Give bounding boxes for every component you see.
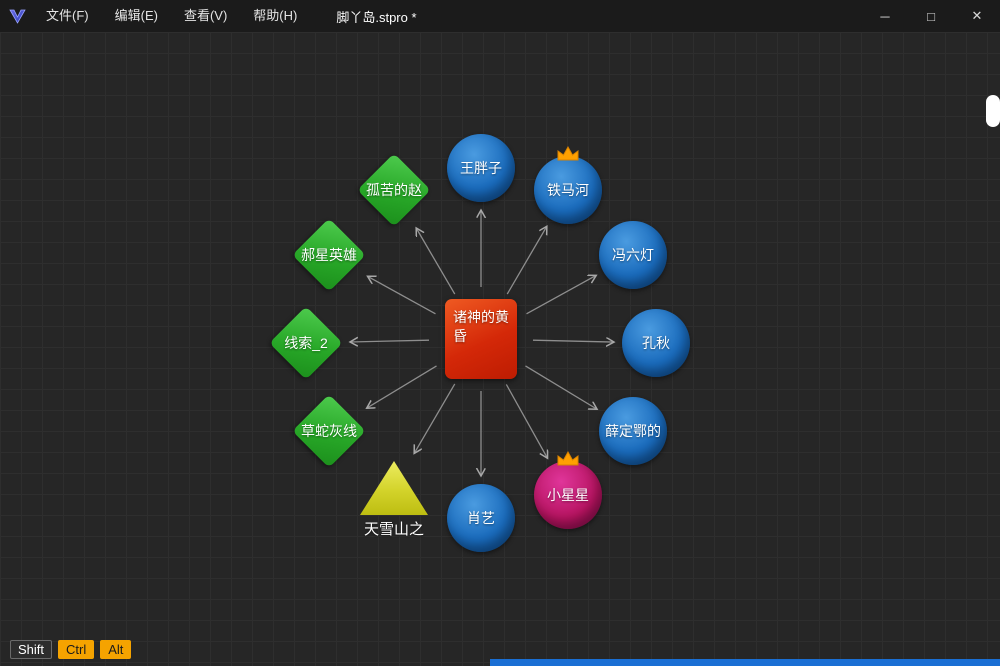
graph-node-square[interactable]: 诸神的黄昏 <box>445 299 517 379</box>
graph-node-diamond[interactable]: 孤苦的赵 <box>357 153 431 227</box>
document-title: 脚丫岛.stpro * <box>336 9 417 25</box>
edge-arrow[interactable] <box>350 340 430 342</box>
edge-layer <box>0 32 1000 666</box>
graph-node-diamond[interactable]: 郝星英雄 <box>292 218 366 292</box>
edge-arrow[interactable] <box>505 384 547 458</box>
node-label: 薛定鄂的 <box>605 423 661 439</box>
node-label: 孤苦的赵 <box>366 182 422 198</box>
magenta-circle-shape: 小星星 <box>534 461 602 529</box>
shift-key-badge[interactable]: Shift <box>10 640 53 659</box>
green-diamond-shape: 草蛇灰线 <box>292 394 366 468</box>
node-label: 小星星 <box>547 487 589 503</box>
blue-circle-shape: 薛定鄂的 <box>599 397 667 465</box>
blue-circle-shape: 冯六灯 <box>599 221 667 289</box>
menu-file[interactable]: 文件(F) <box>46 8 89 23</box>
blue-circle-shape: 铁马河 <box>534 156 602 224</box>
node-label: 冯六灯 <box>612 247 654 263</box>
edge-arrow[interactable] <box>526 275 597 315</box>
blue-circle-shape: 肖艺 <box>447 484 515 552</box>
green-diamond-shape: 孤苦的赵 <box>357 153 431 227</box>
node-label: 天雪山之 <box>363 521 425 538</box>
node-label: 线索_2 <box>284 335 328 351</box>
graph-node-circle[interactable]: 肖艺 <box>447 484 515 552</box>
node-label: 诸神的黄昏 <box>453 309 509 344</box>
edge-arrow[interactable] <box>368 276 436 315</box>
vertical-scrollbar-thumb[interactable] <box>986 95 1000 127</box>
node-label: 孔秋 <box>642 335 670 351</box>
node-label: 王胖子 <box>460 160 502 176</box>
ctrl-key-badge[interactable]: Ctrl <box>58 640 95 659</box>
node-label: 草蛇灰线 <box>301 423 357 439</box>
crown-icon <box>557 145 579 161</box>
alt-key-badge[interactable]: Alt <box>100 640 132 659</box>
edge-arrow[interactable] <box>532 340 614 342</box>
node-label: 肖艺 <box>467 510 495 526</box>
blue-circle-shape: 王胖子 <box>447 134 515 202</box>
titlebar: 文件(F) 编辑(E) 查看(V) 帮助(H) 脚丫岛.stpro * ─ □ … <box>0 0 1000 32</box>
graph-node-circle[interactable]: 冯六灯 <box>599 221 667 289</box>
menu-view[interactable]: 查看(V) <box>183 8 228 23</box>
green-diamond-shape: 线索_2 <box>269 306 343 380</box>
menu-help[interactable]: 帮助(H) <box>253 8 298 23</box>
blue-circle-shape: 孔秋 <box>622 309 690 377</box>
graph-node-triangle[interactable]: 天雪山之 <box>360 461 428 538</box>
app-logo-icon <box>8 7 27 26</box>
graph-node-diamond[interactable]: 草蛇灰线 <box>292 394 366 468</box>
node-label: 郝星英雄 <box>301 247 357 263</box>
graph-node-circle[interactable]: 薛定鄂的 <box>599 397 667 465</box>
green-diamond-shape: 郝星英雄 <box>292 218 366 292</box>
close-button[interactable]: ✕ <box>971 8 983 23</box>
edge-arrow[interactable] <box>414 383 456 454</box>
edge-arrow[interactable] <box>525 365 597 409</box>
red-square-shape: 诸神的黄昏 <box>445 299 517 379</box>
graph-node-circle[interactable]: 孔秋 <box>622 309 690 377</box>
node-label: 铁马河 <box>547 182 589 198</box>
modifier-key-indicators: Shift Ctrl Alt <box>10 640 132 659</box>
edge-arrow[interactable] <box>416 228 456 295</box>
graph-canvas[interactable]: 王胖子铁马河冯六灯孔秋薛定鄂的小星星肖艺天雪山之 草蛇灰线 线索_2 郝星英雄 孤苦的赵… <box>0 32 1000 666</box>
minimize-button[interactable]: ─ <box>880 8 890 24</box>
menu-edit[interactable]: 编辑(E) <box>114 8 158 23</box>
edge-arrow[interactable] <box>367 365 437 408</box>
graph-node-circle[interactable]: 王胖子 <box>447 134 515 202</box>
graph-node-diamond[interactable]: 线索_2 <box>269 306 343 380</box>
graph-node-circle[interactable]: 铁马河 <box>534 145 602 224</box>
maximize-button[interactable]: □ <box>927 8 935 24</box>
horizontal-scrollbar-thumb[interactable] <box>490 659 1000 666</box>
yellow-triangle-shape <box>360 461 428 515</box>
crown-icon <box>557 450 579 466</box>
graph-node-circle[interactable]: 小星星 <box>534 450 602 529</box>
edge-arrow[interactable] <box>506 226 547 295</box>
